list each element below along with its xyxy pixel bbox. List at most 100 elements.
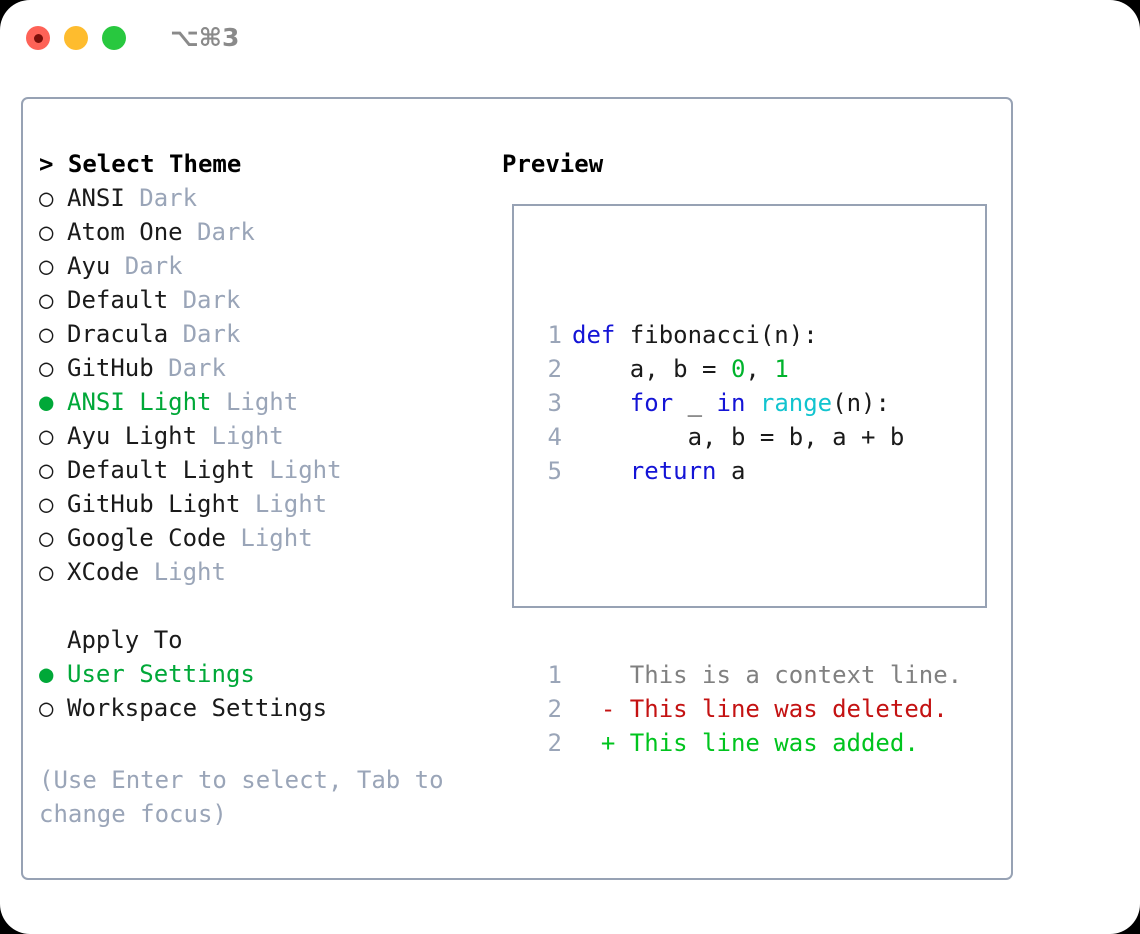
- theme-option-variant: Light: [225, 524, 313, 552]
- theme-option-variant: Dark: [153, 354, 226, 382]
- title-bar: ⌥⌘3: [0, 0, 1140, 78]
- diff-text: - This line was deleted.: [572, 695, 948, 723]
- keyboard-shortcut-label: ⌥⌘3: [170, 23, 240, 52]
- line-number: 5: [547, 457, 562, 485]
- theme-list: ○ANSI Dark○Atom One Dark○Ayu Dark○Defaul…: [39, 181, 499, 589]
- radio-unselected-icon: ○: [39, 252, 54, 280]
- code-diff-spacer: [532, 556, 962, 590]
- apply-to-option-name: User Settings: [67, 660, 255, 688]
- theme-option[interactable]: ○GitHub Dark: [39, 351, 499, 385]
- radio-unselected-icon: ○: [39, 184, 54, 212]
- code-token: return: [572, 457, 717, 485]
- radio-selected-icon: ●: [39, 388, 54, 416]
- code-token: fibonacci(n):: [629, 321, 818, 349]
- window-controls: [26, 26, 126, 50]
- theme-option[interactable]: ○ Default Dark: [39, 283, 499, 317]
- theme-option[interactable]: ○ Google Code Light: [39, 521, 499, 555]
- theme-option-variant: Dark: [124, 184, 198, 212]
- theme-option[interactable]: ○ Dracula Dark: [39, 317, 499, 351]
- radio-unselected-icon: ○: [39, 524, 54, 552]
- theme-option-name: Atom One: [67, 218, 183, 246]
- theme-option[interactable]: ○Ayu Light Light: [39, 419, 499, 453]
- code-line: 4 a, b = b, a + b: [532, 420, 962, 454]
- diff-text: This is a context line.: [572, 661, 963, 689]
- line-number: 2: [547, 695, 562, 723]
- theme-option-variant: Dark: [110, 252, 183, 280]
- theme-option-variant: Dark: [182, 218, 255, 246]
- apply-to-heading: Apply To: [67, 626, 183, 654]
- diff-line: 2 + This line was added.: [532, 726, 962, 760]
- theme-option-variant: Dark: [168, 320, 241, 348]
- theme-option-variant: Dark: [168, 286, 241, 314]
- theme-option-variant: Light: [254, 456, 342, 484]
- line-number: 2: [547, 729, 562, 757]
- code-token: range: [759, 389, 833, 417]
- apply-to-option[interactable]: ○ Workspace Settings: [39, 691, 499, 725]
- code-token: a: [716, 457, 746, 485]
- theme-selection-column: > Select Theme ○ANSI Dark○Atom One Dark○…: [39, 147, 499, 725]
- code-token: def: [572, 321, 630, 349]
- code-token: a, b = b, a + b: [572, 423, 905, 451]
- theme-option[interactable]: ○Atom One Dark: [39, 215, 499, 249]
- close-window-button[interactable]: [26, 26, 50, 50]
- radio-selected-icon: ●: [39, 660, 54, 688]
- main-panel: > Select Theme ○ANSI Dark○Atom One Dark○…: [21, 97, 1013, 880]
- code-line: 1 def fibonacci(n):: [532, 318, 962, 352]
- radio-unselected-icon: ○: [39, 422, 54, 450]
- diff-line: 1 This is a context line.: [532, 658, 963, 692]
- radio-unselected-icon: ○: [39, 320, 54, 348]
- section-spacer: [39, 589, 499, 623]
- minimize-window-button[interactable]: [64, 26, 88, 50]
- code-token: for: [572, 389, 674, 417]
- theme-option-name: Dracula: [67, 320, 169, 348]
- theme-option-name: ANSI: [67, 184, 125, 212]
- theme-option-name: Default Light: [67, 456, 255, 484]
- code-line: 2 a, b = 0, 1: [532, 352, 962, 386]
- theme-option-variant: Light: [211, 388, 299, 416]
- theme-option-name: ANSI Light: [67, 388, 212, 416]
- diff-text: + This line was added.: [572, 729, 919, 757]
- keyboard-hint-text: (Use Enter to select, Tab to change focu…: [39, 766, 444, 828]
- code-token: 0: [730, 355, 746, 383]
- apply-to-option[interactable]: ● User Settings: [39, 657, 499, 691]
- theme-option[interactable]: ○GitHub Light Light: [39, 487, 499, 521]
- line-number: 3: [547, 389, 562, 417]
- preview-column: Preview: [502, 147, 603, 181]
- theme-option[interactable]: ● ANSI Light Light: [39, 385, 499, 419]
- diff-sample: 1 This is a context line.2 - This line w…: [532, 658, 963, 760]
- theme-option[interactable]: ○ Default Light Light: [39, 453, 499, 487]
- theme-option-name: GitHub Light: [67, 490, 241, 518]
- line-number: 1: [547, 661, 562, 689]
- code-token: ,: [745, 355, 775, 383]
- radio-unselected-icon: ○: [39, 456, 54, 484]
- theme-option[interactable]: ○XCode Light: [39, 555, 499, 589]
- code-line: 3 for _ in range(n):: [532, 386, 962, 420]
- apply-to-list: ● User Settings ○ Workspace Settings: [39, 657, 499, 725]
- panel-content: > Select Theme ○ANSI Dark○Atom One Dark○…: [23, 99, 1011, 878]
- theme-option-name: XCode: [67, 558, 140, 586]
- theme-option[interactable]: ○ Ayu Dark: [39, 249, 499, 283]
- code-token: (n):: [832, 389, 890, 417]
- line-number: 4: [547, 423, 562, 451]
- line-number: 2: [547, 355, 562, 383]
- diff-line: 2 - This line was deleted.: [532, 692, 962, 726]
- code-token: 1: [774, 355, 789, 383]
- code-token: _: [673, 389, 717, 417]
- theme-option-name: GitHub: [67, 354, 154, 382]
- theme-option[interactable]: ○ ANSI Dark: [39, 181, 499, 215]
- apply-to-option-name: Workspace Settings: [67, 694, 328, 722]
- theme-option-name: Google Code: [67, 524, 226, 552]
- theme-option-variant: Light: [197, 422, 284, 450]
- line-number: 1: [547, 321, 562, 349]
- radio-unselected-icon: ○: [39, 558, 54, 586]
- radio-unselected-icon: ○: [39, 694, 54, 722]
- radio-unselected-icon: ○: [39, 286, 54, 314]
- theme-option-variant: Light: [240, 490, 328, 518]
- maximize-window-button[interactable]: [102, 26, 126, 50]
- theme-option-name: Ayu: [67, 252, 111, 280]
- theme-option-name: Default: [67, 286, 169, 314]
